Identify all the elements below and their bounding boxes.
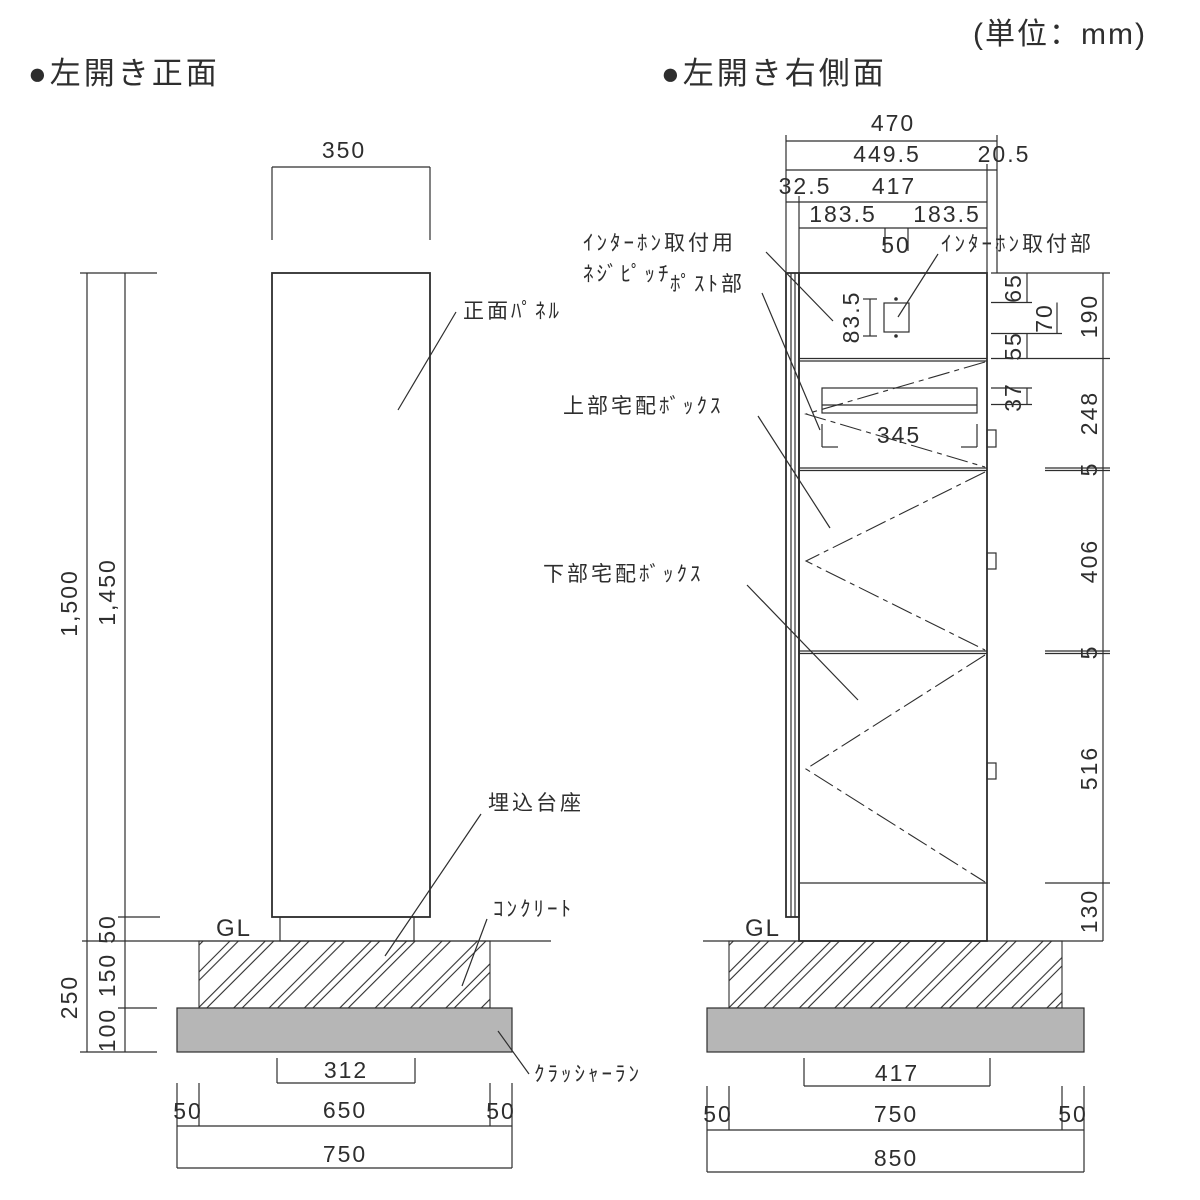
side-crusher-run [706,1007,1085,1053]
dim-190: 190 [1076,294,1102,338]
dim-183-5-right: 183.5 [913,201,981,227]
side-body-outline [798,272,988,942]
lower-box-door-swing [804,654,986,883]
intercom-mount-box [883,302,910,333]
dim-50-pedestal: 50 [94,914,120,944]
upper-box-label: 上部宅配ﾎﾞｯｸｽ [563,395,724,418]
front-dim-bottom: 312 50 650 50 750 [173,1057,516,1169]
side-concrete-hatch [728,940,1063,1009]
upper-box-latch [986,552,997,570]
dim-5b: 5 [1076,645,1102,660]
side-dim-right: 65 70 55 37 190 248 5 406 5 516 130 [991,272,1110,941]
front-gl-label: GL [216,915,252,942]
side-front-panel-strip [785,272,800,918]
side-gl-label: GL [745,915,781,942]
side-unit-body: 345 83.5 [785,272,997,942]
front-annotations: 正面ﾊﾟﾈﾙ 埋込台座 ｺﾝｸﾘｰﾄ ｸﾗｯｼｬｰﾗﾝ [384,300,642,1086]
lower-box-label: 下部宅配ﾎﾞｯｸｽ [543,563,704,586]
dim-750-side: 750 [874,1101,918,1127]
dim-417-top: 417 [872,173,916,199]
side-view-drawing: 470 449.5 20.5 32.5 417 183.5 183.5 50 [543,110,1110,1173]
front-dim-width: 350 [271,137,431,240]
upper-box-door-swing [804,471,986,651]
post-latch [986,429,997,448]
dim-312: 312 [324,1057,368,1083]
dim-470: 470 [871,110,915,136]
dim-345: 345 [877,422,921,448]
dim-449-5: 449.5 [853,141,921,167]
dim-50-right: 50 [486,1098,516,1124]
dim-248: 248 [1076,391,1102,435]
dim-516: 516 [1076,746,1102,790]
dim-150: 150 [94,953,120,997]
screw-pitch-label-2: ﾈｼﾞﾋﾟｯﾁ [583,263,672,286]
dim-37: 37 [1000,382,1026,412]
dim-55: 55 [1000,331,1026,361]
side-dim-bottom: 417 50 750 50 850 [703,1058,1088,1173]
intercom-mount-label: ｲﾝﾀｰﾎﾝ取付部 [941,233,1094,256]
crusher-label: ｸﾗｯｼｬｰﾗﾝ [534,1063,642,1086]
side-view-title: ●左開き右側面 [661,56,887,91]
dim-70: 70 [1031,303,1057,333]
dim-183-5-left: 183.5 [809,201,877,227]
dim-100: 100 [94,1008,120,1052]
lower-box-latch [986,762,997,780]
front-crusher-run [176,1007,513,1053]
side-dim-top: 470 449.5 20.5 32.5 417 183.5 183.5 50 [779,110,1031,273]
pedestal-label: 埋込台座 [488,792,584,815]
dim-850: 850 [874,1145,918,1171]
dim-50-left: 50 [173,1098,203,1124]
dim-1500: 1,500 [56,569,82,637]
dim-50-left-side: 50 [703,1101,733,1127]
dim-1450: 1,450 [94,558,120,626]
dim-650: 650 [323,1097,367,1123]
dim-32-5: 32.5 [779,173,832,199]
mail-slot [821,387,978,414]
dim-20-5: 20.5 [978,141,1031,167]
dim-50-screw: 50 [881,232,911,258]
dim-750: 750 [323,1141,367,1167]
side-annotations: ｲﾝﾀｰﾎﾝ取付用 ﾈｼﾞﾋﾟｯﾁ ｲﾝﾀｰﾎﾝ取付部 ﾎﾟｽﾄ部 上部宅配ﾎﾞ… [543,232,1094,701]
front-view-drawing: 350 1,500 1,450 50 150 100 250 GL [56,137,642,1169]
front-view-title: ●左開き正面 [28,56,220,91]
front-concrete-hatch [198,940,491,1009]
dim-406: 406 [1076,539,1102,583]
post-door-swing [804,361,986,468]
front-panel-label: 正面ﾊﾟﾈﾙ [463,300,562,323]
dim-50-right-side: 50 [1058,1101,1088,1127]
dim-130: 130 [1076,889,1102,933]
embedded-pedestal [279,916,415,942]
front-panel-outline [271,272,431,918]
dim-5a: 5 [1076,462,1102,477]
post-section-label: ﾎﾟｽﾄ部 [670,273,745,296]
unit-note: (単位：mm) [973,18,1147,51]
front-dim-heights: 1,500 1,450 50 150 100 250 [56,272,160,1053]
dim-65: 65 [1000,273,1026,303]
dim-417-bottom: 417 [875,1060,919,1086]
concrete-label: ｺﾝｸﾘｰﾄ [493,898,574,921]
screw-pitch-label-1: ｲﾝﾀｰﾎﾝ取付用 [583,232,736,255]
dim-350: 350 [322,137,366,163]
dim-83-5: 83.5 [838,291,864,344]
dim-250: 250 [56,975,82,1019]
